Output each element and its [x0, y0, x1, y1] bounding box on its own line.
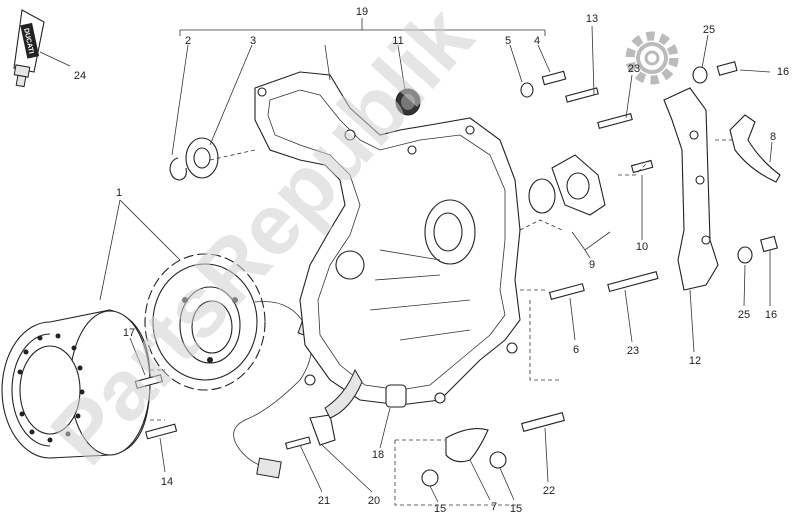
callout-24: 24: [74, 70, 86, 82]
o-ring: [528, 178, 556, 214]
callout-23a: 23: [628, 63, 640, 75]
leader-lines: [39, 18, 773, 503]
callout-4: 4: [534, 35, 540, 47]
callout-23b: 23: [627, 345, 639, 357]
bearing: [185, 137, 219, 179]
assembly-guides: [150, 139, 735, 506]
callout-20: 20: [368, 495, 380, 507]
grease-tube: DUCATI: [13, 9, 45, 88]
callout-17: 17: [123, 327, 135, 339]
callout-25b: 25: [738, 309, 750, 321]
callout-19: 19: [356, 6, 368, 18]
callout-18: 18: [372, 449, 384, 461]
circlip: [169, 157, 187, 181]
callout-7: 7: [491, 501, 497, 513]
callout-13: 13: [586, 13, 598, 25]
callout-labels: 1 2 3 4 5 6 7 8 9 10 11 12 13 14 15 15 1…: [74, 6, 789, 515]
callout-25a: 25: [703, 24, 715, 36]
callout-6: 6: [573, 344, 579, 356]
callout-9: 9: [589, 259, 595, 271]
callout-2: 2: [185, 35, 191, 47]
fasteners: [134, 61, 778, 487]
callout-1: 1: [116, 187, 122, 199]
cable-clamp: [729, 114, 781, 183]
callout-15a: 15: [434, 503, 446, 515]
callout-22: 22: [543, 485, 555, 497]
rotor-flywheel: [1, 309, 151, 459]
inspection-cover: [551, 154, 606, 216]
callout-3: 3: [250, 35, 256, 47]
callout-21: 21: [318, 495, 330, 507]
callout-10: 10: [636, 241, 648, 253]
callout-11: 11: [392, 35, 403, 47]
callout-8: 8: [770, 131, 776, 143]
generator-cover: [254, 71, 521, 406]
bracket: [663, 87, 719, 291]
stator: [144, 253, 266, 391]
oil-seal: [395, 88, 421, 116]
callout-16b: 16: [765, 309, 777, 321]
callout-5: 5: [505, 35, 511, 47]
callout-14: 14: [161, 476, 173, 488]
gear-icon: [625, 31, 679, 85]
callout-16a: 16: [777, 66, 789, 78]
callout-15b: 15: [510, 503, 522, 515]
callout-12: 12: [689, 355, 701, 367]
